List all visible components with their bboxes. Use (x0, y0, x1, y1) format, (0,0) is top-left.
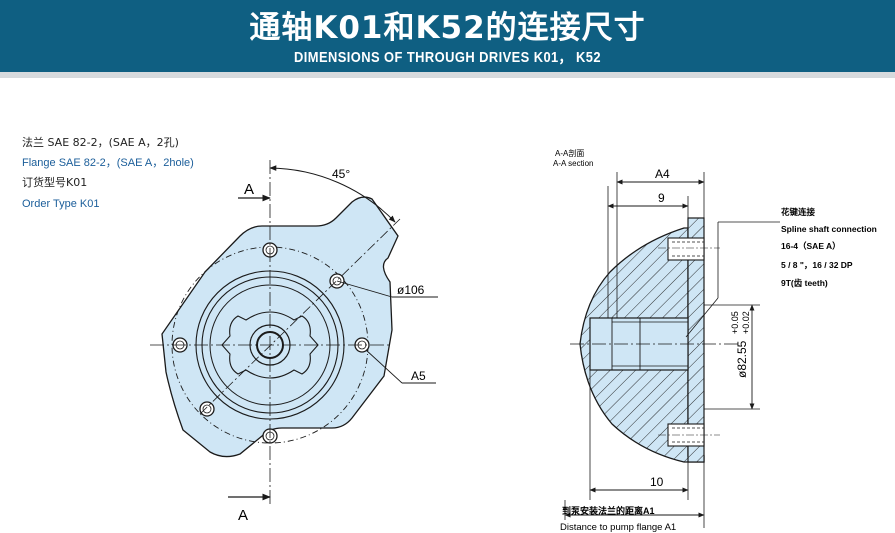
flange-body (161, 196, 399, 458)
header-banner: 通轴K01和K52的连接尺寸 DIMENSIONS OF THROUGH DRI… (0, 0, 895, 72)
distance-note-en: Distance to pump flange A1 (560, 522, 676, 533)
order-type-cn: 订货型号K01 (22, 176, 88, 189)
spline-title-en: Spline shaft connection (781, 224, 877, 234)
flange-spec-cn: 法兰 SAE 82-2，(SAE A，2孔) (22, 136, 179, 149)
dim-tol-upper: +0.05 (730, 311, 740, 334)
page-subtitle: DIMENSIONS OF THROUGH DRIVES K01， K52 (294, 49, 601, 66)
spline-spec-line2: 5 / 8 "，16 / 32 DP (781, 260, 853, 270)
dim-a4-label: A4 (655, 167, 670, 181)
spline-leader (685, 297, 719, 338)
front-view: 45° A A ø106 A5 (150, 160, 438, 524)
distance-note-cn: 到泵安装法兰的距离A1 (562, 505, 655, 516)
tapped-hole-top (667, 237, 705, 261)
page-title: 通轴K01和K52的连接尺寸 (249, 10, 646, 46)
order-type-en: Order Type K01 (22, 198, 100, 210)
header-divider (0, 72, 895, 78)
section-title-en: A-A section (553, 159, 593, 168)
hole-label: A5 (411, 369, 426, 383)
flange-spec-en: Flange SAE 82-2，(SAE A，2hole) (22, 157, 194, 169)
section-view: A-A剖面 A-A section A4 (553, 148, 877, 533)
pitch-dia-label: ø106 (397, 283, 425, 297)
spline-spec-line3: 9T(齿 teeth) (781, 278, 828, 288)
diagonal-centerline (199, 218, 401, 415)
boss-outline (221, 311, 319, 379)
section-mark-top: A (244, 181, 254, 198)
section-title-cn: A-A剖面 (555, 148, 584, 158)
dim-10-label: 10 (650, 475, 664, 489)
bolt-hole (199, 401, 215, 417)
hole-leader (365, 349, 403, 384)
pitch-dia-leader (336, 280, 393, 298)
dim-tol-lower: +0.02 (741, 311, 751, 334)
angle-arc (269, 165, 396, 223)
section-mark-bottom: A (238, 507, 248, 524)
angle-label: 45° (332, 167, 350, 181)
dim-9-label: 9 (658, 191, 665, 205)
spline-spec-line1: 16-4（SAE A） (781, 241, 841, 251)
dim-dia-label: ø82.55 (735, 340, 749, 378)
spline-title-cn: 花键连接 (781, 207, 816, 217)
